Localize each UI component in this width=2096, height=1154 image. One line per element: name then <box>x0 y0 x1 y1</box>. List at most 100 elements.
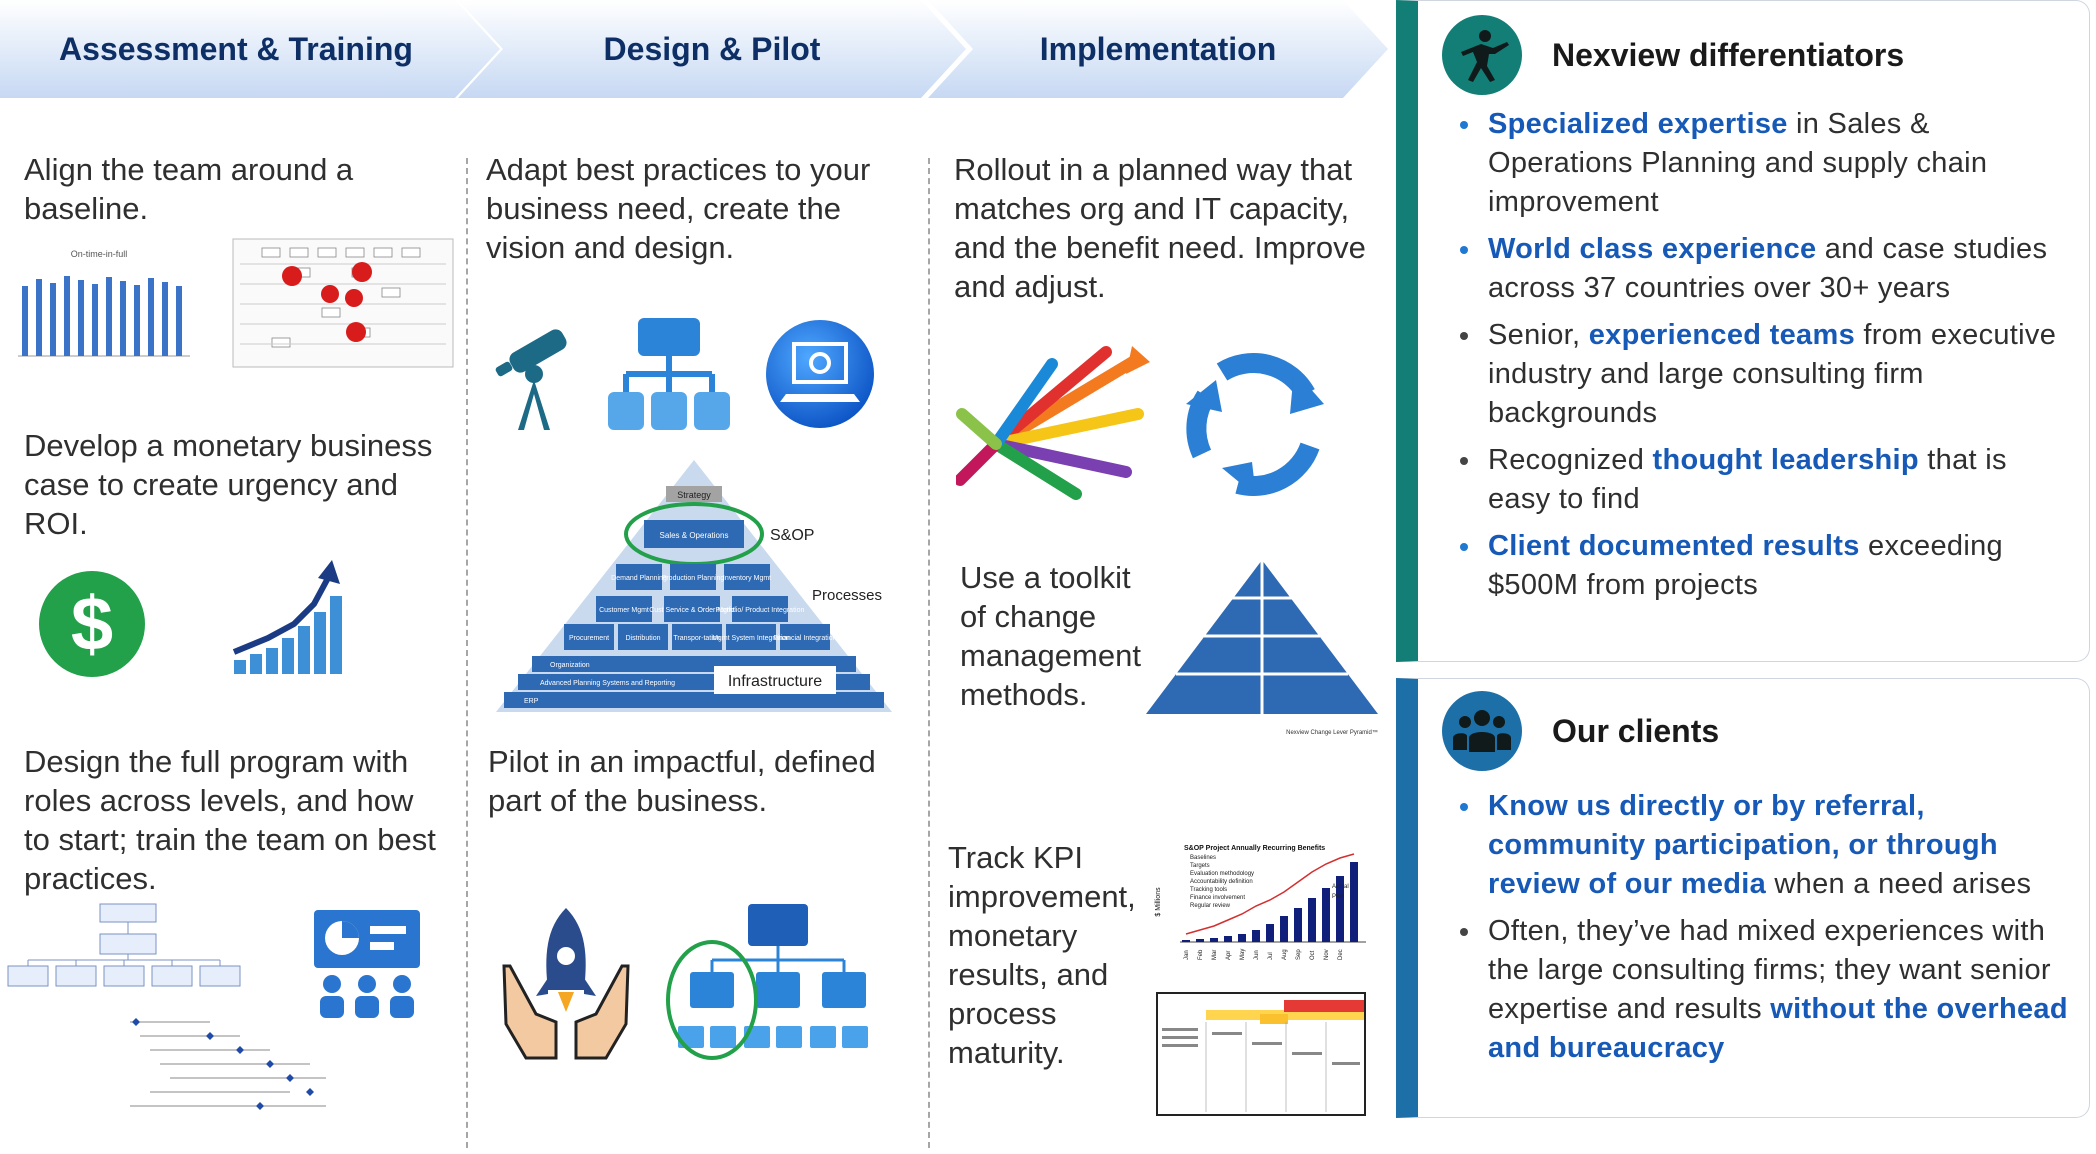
infrastructure-label: Infrastructure <box>728 673 822 690</box>
benefit-bar <box>1336 876 1344 942</box>
clients-list: Know us directly or by referral, communi… <box>1448 787 2069 1076</box>
bullet-highlight: World class experience <box>1488 233 1817 265</box>
pyramid-cell: Portfolio/ Product Integration <box>716 607 805 614</box>
bullet-text: Senior, <box>1488 319 1589 351</box>
benefit-bar <box>1224 936 1232 942</box>
chart-title: On-time-in-full <box>71 249 128 259</box>
bullet-item: Client documented results exceeding $500… <box>1448 527 2069 605</box>
benefit-bullet: Baselines <box>1190 855 1216 861</box>
bullet-highlight: Specialized expertise <box>1488 108 1788 140</box>
month-tick: Sep <box>1296 949 1302 960</box>
sop-label: S&OP <box>770 527 814 544</box>
month-tick: Feb <box>1198 949 1204 960</box>
otif-bar <box>50 283 56 356</box>
benefit-bullet: Tracking tools <box>1190 887 1227 893</box>
differentiators-header: Nexview differentiators <box>1442 15 1904 95</box>
pyramid-cell: Customer Mgmt <box>599 607 649 614</box>
bullet-text: exceeding $500M from projects <box>1488 530 2003 601</box>
bullet-highlight: thought leadership <box>1652 444 1919 476</box>
otif-bar <box>78 280 84 356</box>
pyramid-cell: Transpor-tation <box>673 635 720 642</box>
pyramid-cell: Distribution <box>625 635 660 642</box>
benefit-bar <box>1238 934 1246 942</box>
legend-actual: Actual <box>1332 884 1349 890</box>
otif-bar <box>22 286 28 356</box>
rocket-hands-icon <box>502 908 630 1060</box>
pyramid-cell: Cust Service & Order Mgmt <box>649 607 735 614</box>
benefit-bar <box>1308 898 1316 942</box>
bullet-highlight: Client documented results <box>1488 530 1860 562</box>
phase-label: Assessment & Training <box>59 30 413 67</box>
strategy-box <box>666 486 722 502</box>
benefit-bar <box>1210 938 1218 942</box>
benefit-bar <box>1196 939 1204 942</box>
develop-text: Develop a monetary business case to crea… <box>24 428 433 541</box>
bullet-dot <box>1460 332 1468 340</box>
differentiators-title: Nexview differentiators <box>1552 36 1905 73</box>
org-chart-thumbnail <box>7 903 241 987</box>
benefits-ylabel: $ Millions <box>1155 887 1162 917</box>
differentiators-panel: Nexview differentiators Specialized expe… <box>1396 0 2090 662</box>
bullet-text: Recognized <box>1488 444 1653 476</box>
benefit-bar <box>1322 888 1330 942</box>
otif-bar <box>36 279 42 356</box>
pyramid-cell: Production Planning <box>662 575 725 582</box>
benefit-bullet: Accountability definition <box>1190 879 1253 885</box>
pyramid-cell: Procurement <box>569 635 609 642</box>
bullet-item: Know us directly or by referral, communi… <box>1448 787 2069 904</box>
bullet-highlight: without the overhead and bureaucracy <box>1488 993 2068 1064</box>
sop-pyramid: Strategy Sales & Operations S&OP Demand … <box>496 460 892 712</box>
bullet-dot <box>1460 543 1468 551</box>
column-divider <box>466 158 468 1148</box>
growth-chart-icon <box>232 560 342 674</box>
bullet-text: when a need arises <box>1766 868 2032 900</box>
change-pyramid-caption: Nexview Change Lever Pyramid™ <box>1286 729 1378 736</box>
otif-bar <box>134 285 140 356</box>
benefit-bullet: Targets <box>1190 863 1210 869</box>
pyramid-cell: Mgmt System Integration <box>712 635 790 642</box>
benefit-bar <box>1182 940 1190 942</box>
arrows-burst-icon <box>956 346 1150 500</box>
adapt-text: Adapt best practices to your business ne… <box>486 152 871 265</box>
bullet-text: and case studies across 37 countries ove… <box>1488 233 2048 304</box>
phase-label: Implementation <box>1039 30 1277 67</box>
change-lever-pyramid: Nexview Change Lever Pyramid™ <box>1146 560 1378 736</box>
refresh-cycle-icon <box>1186 353 1324 496</box>
otif-bar-chart: On-time-in-full <box>18 249 190 357</box>
otif-bar <box>148 278 154 356</box>
benefits-title: S&OP Project Annually Recurring Benefits <box>1184 845 1325 852</box>
clients-panel: Our clients Know us directly or by refer… <box>1396 678 2090 1118</box>
month-tick: Jan <box>1184 950 1190 960</box>
bullet-text: in Sales & Operations Planning and suppl… <box>1488 108 1988 218</box>
bullet-item: Senior, experienced teams from executive… <box>1448 316 2069 433</box>
benefit-bar <box>1350 862 1358 942</box>
fencer-icon <box>1442 15 1522 95</box>
laptop-settings-icon <box>766 320 874 428</box>
toolkit-text: Use a toolkit of change management metho… <box>960 560 1141 712</box>
people-group-icon <box>1442 691 1522 771</box>
org-label: Organization <box>550 662 590 669</box>
otif-bar <box>106 277 112 356</box>
bullet-highlight: Know us directly or by referral, communi… <box>1488 790 1998 900</box>
clients-title: Our clients <box>1552 712 1720 749</box>
bullet-dot <box>1460 246 1468 254</box>
design-program-text: Design the full program with roles acros… <box>24 744 436 896</box>
bullet-text: Often, they’ve had mixed experiences wit… <box>1488 915 2051 1025</box>
training-presentation-icon <box>314 910 420 1018</box>
bullet-dot <box>1460 457 1468 465</box>
track-text: Track KPI improvement, monetary results,… <box>948 840 1136 1070</box>
aps-label: Advanced Planning Systems and Reporting <box>540 680 675 687</box>
gantt-chart-thumbnail <box>130 1018 326 1110</box>
bullet-highlight: experienced teams <box>1588 319 1855 351</box>
otif-bar <box>92 284 98 356</box>
clients-header: Our clients <box>1442 691 1719 771</box>
dollar-icon: $ <box>39 571 145 677</box>
legend-plan: Plan <box>1332 894 1344 900</box>
month-tick: Mar <box>1212 950 1218 960</box>
benefit-bullet: Regular review <box>1190 903 1231 909</box>
otif-bar <box>162 282 168 356</box>
month-tick: Oct <box>1310 950 1316 960</box>
pyramid-cell: Demand Planning <box>611 575 667 582</box>
benefits-chart-thumbnail: S&OP Project Annually Recurring Benefits… <box>1155 845 1366 960</box>
month-tick: Nov <box>1324 949 1330 960</box>
